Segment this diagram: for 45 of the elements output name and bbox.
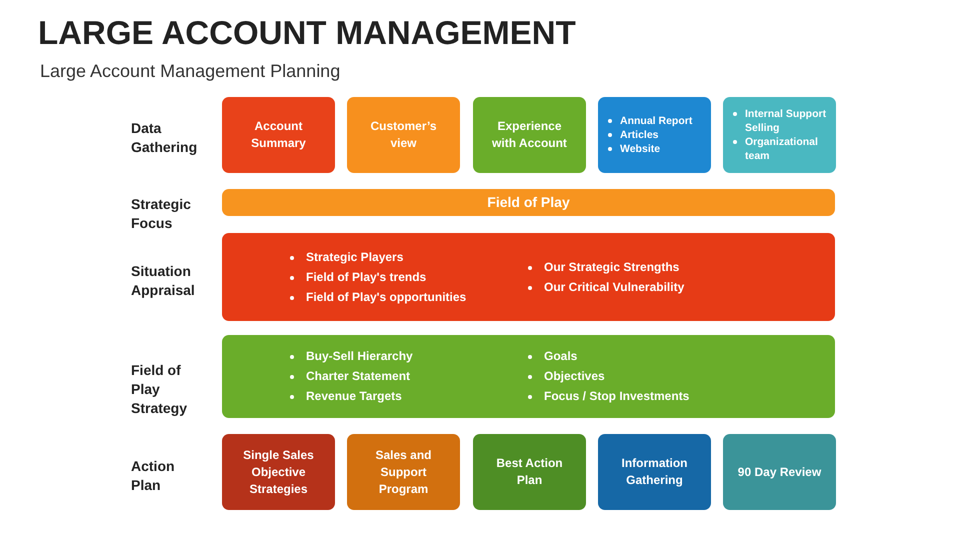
row-label: Situation Appraisal (131, 262, 196, 300)
content-panel (222, 233, 835, 321)
bullet-text: Revenue Targets (306, 388, 402, 405)
card-text: 90 Day Review (736, 464, 822, 480)
bullet-text: Focus / Stop Investments (544, 388, 690, 405)
focus-bar (222, 189, 835, 216)
card (222, 434, 335, 510)
bullet-text: Annual Report (620, 114, 692, 128)
bullet-text: Internal Support Selling (745, 107, 828, 135)
card (598, 434, 711, 510)
card-text: Field of Play (486, 194, 571, 211)
card (473, 97, 586, 173)
bullet-text: Objectives (544, 368, 605, 385)
bullet-text: Field of Play's trends (306, 268, 426, 286)
card (723, 434, 836, 510)
card-text: Experience with Account (491, 118, 568, 152)
bullet-text: Organizational team (745, 135, 819, 163)
row-label: Data Gathering (131, 119, 198, 157)
row-label: Strategic Focus (131, 195, 192, 233)
card-text: Single Sales Objective Strategies (242, 446, 315, 498)
bullet-text: Field of Play's opportunities (306, 288, 466, 306)
bullet-text: Buy-Sell Hierarchy (306, 348, 413, 365)
row-label: Action Plan (131, 457, 176, 495)
bullet-text: Strategic Players (306, 248, 404, 266)
card-text: Best Action Plan (495, 455, 564, 489)
content-panel (222, 335, 835, 418)
row-label: Field of Play Strategy (131, 361, 188, 418)
bullet-text: Goals (544, 348, 578, 365)
bullet-text: Articles (620, 128, 659, 142)
subtitle: Large Account Management Planning (40, 62, 342, 81)
card (347, 434, 460, 510)
title: LARGE ACCOUNT MANAGEMENT (38, 14, 576, 52)
card (723, 97, 836, 173)
bullet-text: Charter Statement (306, 368, 410, 385)
card-text: Account Summary (250, 118, 307, 152)
card (222, 97, 335, 173)
card (347, 97, 460, 173)
card-text: Customer’s view (369, 118, 438, 152)
bullet-text: Our Critical Vulnerability (544, 278, 684, 296)
bullet-text: Website (620, 142, 660, 156)
card (598, 97, 711, 173)
bullet-text: Our Strategic Strengths (544, 258, 680, 276)
card-text: Sales and Support Program (374, 446, 433, 498)
card-text: Information Gathering (620, 455, 688, 489)
card (473, 434, 586, 510)
